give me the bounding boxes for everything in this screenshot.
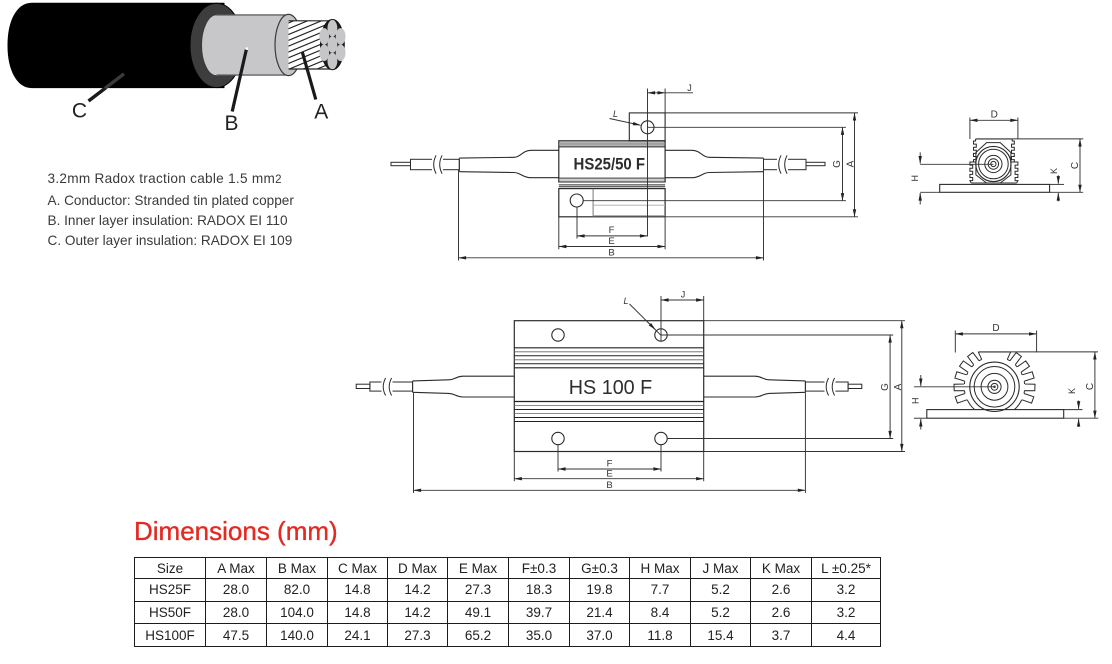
svg-text:J: J [687, 83, 692, 93]
svg-text:B: B [224, 112, 238, 135]
svg-text:B: B [606, 480, 612, 491]
svg-text:C: C [72, 99, 87, 122]
svg-text:HS 100 F: HS 100 F [569, 376, 653, 399]
svg-text:H: H [910, 397, 920, 404]
svg-text:G: G [880, 383, 891, 391]
svg-text:B: B [608, 247, 614, 258]
svg-text:E: E [608, 236, 614, 247]
svg-text:G: G [832, 160, 843, 168]
svg-text:E: E [606, 468, 612, 479]
svg-text:K: K [1049, 168, 1059, 174]
svg-text:C: C [1070, 162, 1081, 169]
svg-text:A: A [314, 101, 328, 124]
svg-text:D: D [991, 109, 998, 120]
svg-text:F: F [609, 225, 615, 236]
svg-text:A: A [893, 383, 904, 390]
svg-text:L: L [623, 296, 628, 306]
svg-text:C: C [1085, 383, 1096, 390]
svg-text:D: D [992, 323, 999, 334]
svg-text:J: J [681, 290, 686, 300]
svg-text:HS25/50 F: HS25/50 F [574, 154, 646, 173]
svg-text:F: F [607, 458, 613, 469]
svg-text:L: L [613, 109, 618, 119]
svg-text:K: K [1067, 388, 1077, 394]
svg-text:H: H [910, 175, 920, 182]
svg-text:A: A [845, 160, 856, 167]
